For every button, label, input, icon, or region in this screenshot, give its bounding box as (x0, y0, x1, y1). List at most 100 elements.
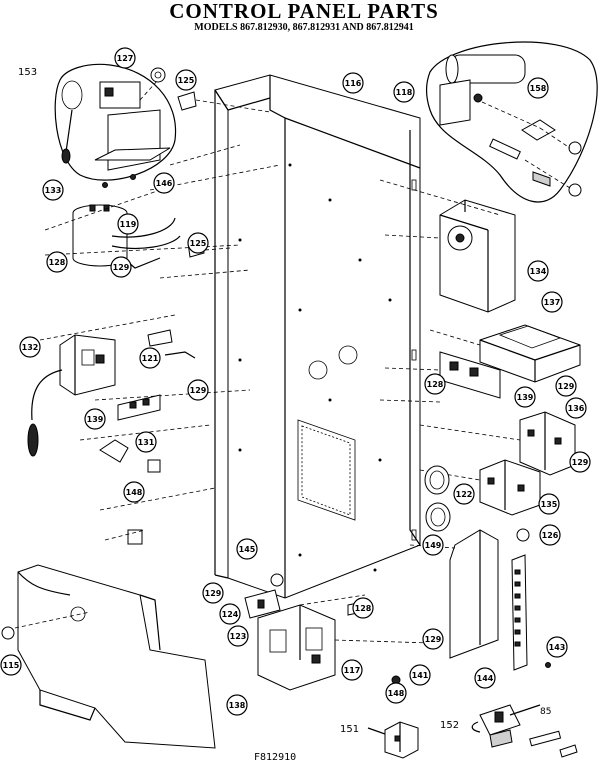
callout-146: 146 (153, 172, 175, 194)
lower-center-parts (244, 573, 431, 691)
bottom-right-parts (367, 704, 578, 759)
callout-139: 139 (84, 408, 106, 430)
callout-label: 119 (120, 220, 137, 229)
callout-label: 138 (229, 701, 246, 710)
callout-label: 148 (126, 488, 143, 497)
callout-label: 129 (572, 458, 589, 467)
callout-133: 133 (42, 179, 64, 201)
callout-label: 141 (412, 671, 429, 680)
callout-layer: 127 125 116 118 133 146 119 125 128 129 134 158 132 1… (0, 47, 591, 716)
motor-inset (426, 41, 598, 203)
callout-label: 123 (230, 632, 247, 641)
callout-129: 129 (422, 628, 444, 650)
callout-label: 129 (558, 382, 575, 391)
callout-label: 128 (355, 604, 372, 613)
callout-144: 144 (474, 667, 496, 689)
callout-label: 143 (549, 643, 566, 652)
callout-129: 129 (187, 379, 209, 401)
callout-label: 133 (45, 186, 62, 195)
label-151: 151 (340, 724, 359, 735)
callout-label: 125 (178, 76, 195, 85)
callout-label: 129 (190, 386, 207, 395)
callout-label: 139 (517, 393, 534, 402)
callout-122: 122 (453, 483, 475, 505)
callout-143: 143 (546, 636, 568, 658)
callout-label: 116 (345, 79, 362, 88)
relay-box (27, 314, 251, 457)
callout-136: 136 (565, 397, 587, 419)
callout-label: 129 (205, 589, 222, 598)
callout-135: 135 (538, 493, 560, 515)
callout-123: 123 (227, 625, 249, 647)
callout-124: 124 (219, 603, 241, 625)
callout-141: 141 (409, 664, 431, 686)
callout-128: 128 (46, 251, 68, 273)
callout-label: 122 (456, 490, 473, 499)
callout-label: 129 (113, 263, 130, 272)
callout-label: 121 (142, 354, 159, 363)
callout-label: 144 (477, 674, 494, 683)
callout-115: 115 (0, 654, 22, 676)
callout-label: 134 (530, 267, 547, 276)
callout-128: 128 (424, 373, 446, 395)
callout-137: 137 (541, 291, 563, 313)
capacitor (44, 189, 251, 279)
callout-118: 118 (393, 81, 415, 103)
diagram-title: CONTROL PANEL PARTS (169, 0, 439, 23)
callout-119: 119 (117, 213, 139, 235)
callout-label: 126 (542, 531, 559, 540)
label-152: 152 (440, 720, 459, 731)
callout-label: 127 (117, 54, 134, 63)
front-panel-cover (1, 564, 216, 749)
control-panel-housing (214, 74, 421, 599)
callout-label: 132 (22, 343, 39, 352)
figure-id: F812910 (254, 752, 297, 763)
callout-label: 117 (344, 666, 361, 675)
callout-label: 129 (425, 635, 442, 644)
callout-label: 158 (530, 84, 547, 93)
callout-126: 126 (539, 524, 561, 546)
callout-117: 117 (341, 659, 363, 681)
callout-label: 148 (388, 689, 405, 698)
left-brackets (79, 329, 216, 545)
callout-121: 121 (139, 347, 161, 369)
callout-132: 132 (19, 336, 41, 358)
callout-139: 139 (514, 386, 536, 408)
callout-label: 128 (427, 380, 444, 389)
label-85: 85 (540, 707, 551, 717)
callout-129: 129 (202, 582, 224, 604)
callout-label: 124 (222, 610, 239, 619)
callout-label: 131 (138, 438, 155, 447)
callout-128: 128 (352, 597, 374, 619)
callout-127: 127 (114, 47, 136, 69)
callout-label: 125 (190, 239, 207, 248)
callout-label: 115 (3, 661, 20, 670)
callout-149: 149 (422, 534, 444, 556)
callout-138: 138 (226, 694, 248, 716)
callout-125: 125 (187, 232, 209, 254)
callout-129: 129 (555, 375, 577, 397)
callout-label: 139 (87, 415, 104, 424)
label-153: 153 (18, 67, 37, 78)
callout-134: 134 (527, 260, 549, 282)
callout-label: 118 (396, 88, 413, 97)
callout-label: 149 (425, 541, 442, 550)
callout-131: 131 (135, 431, 157, 453)
callout-125: 125 (175, 69, 197, 91)
diagram-subtitle: MODELS 867.812930, 867.812931 AND 867.81… (194, 22, 414, 33)
callout-label: 145 (239, 545, 256, 554)
callout-129: 129 (569, 451, 591, 473)
callout-129: 129 (110, 256, 132, 278)
callout-label: 146 (156, 179, 173, 188)
callout-158: 158 (527, 77, 549, 99)
thermostat-assembly (54, 63, 281, 191)
callout-label: 135 (541, 500, 558, 509)
right-components (379, 179, 581, 671)
callout-label: 128 (49, 258, 66, 267)
callout-145: 145 (236, 538, 258, 560)
callout-116: 116 (342, 72, 364, 94)
callout-148: 148 (385, 682, 407, 704)
callout-label: 136 (568, 404, 585, 413)
callout-label: 137 (544, 298, 561, 307)
